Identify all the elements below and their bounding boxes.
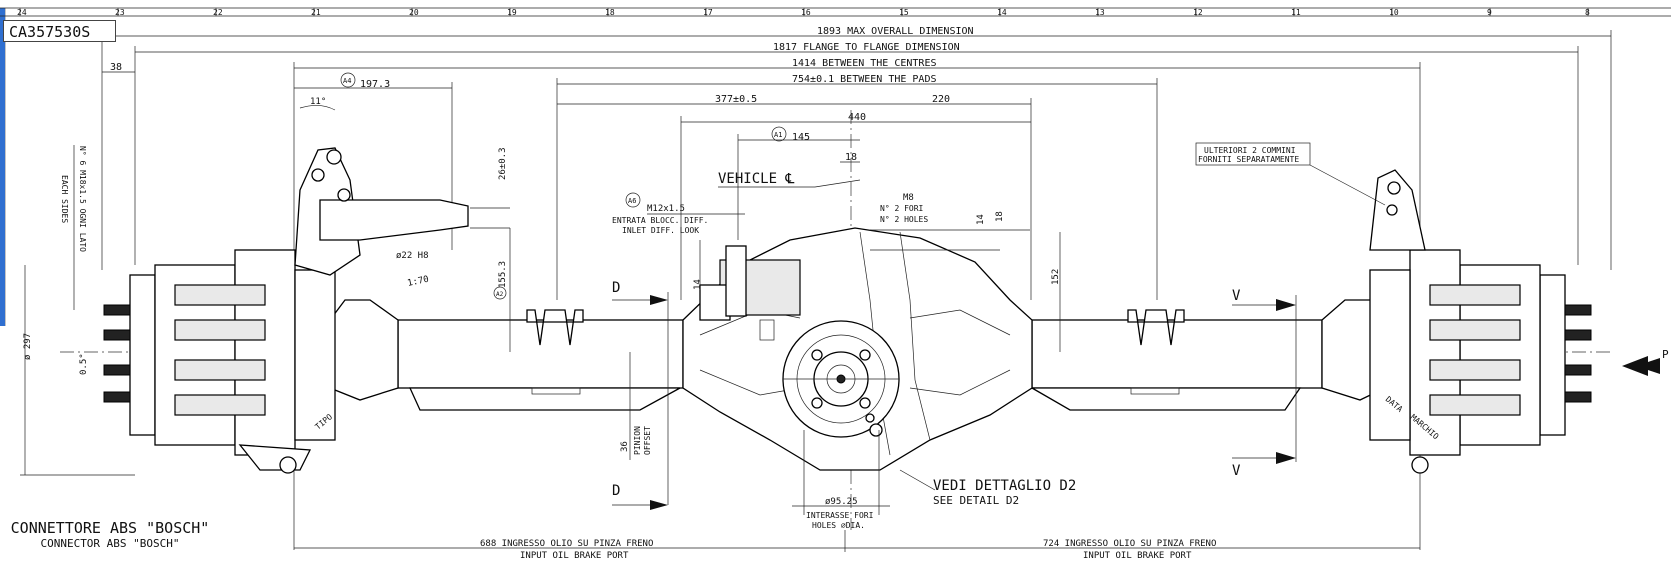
m12-label: M12x1.5 xyxy=(647,204,685,214)
ruler-zone-label: 12 xyxy=(1193,8,1203,17)
ruler-zone-label: 17 xyxy=(703,8,713,17)
dim-05: 0.5° xyxy=(79,353,89,375)
ruler-zone-label: 19 xyxy=(507,8,517,17)
brake-right-label: 724 INGRESSO OLIO SU PINZA FRENO xyxy=(1043,539,1216,549)
dim-18a: 18 xyxy=(845,152,857,163)
ruler-zone-label: 13 xyxy=(1095,8,1105,17)
dim-14a: 14 xyxy=(976,214,986,225)
brake-left-label: 688 INGRESSO OLIO SU PINZA FRENO xyxy=(480,539,653,549)
ruler-zone-label: 18 xyxy=(605,8,615,17)
dim-9525: ø95.25 xyxy=(825,497,858,507)
dim-max-overall: 1893 MAX OVERALL DIMENSION xyxy=(817,26,974,37)
dim-38: 38 xyxy=(110,62,122,73)
holes-label: N° 2 HOLES xyxy=(880,215,928,224)
dim-220: 220 xyxy=(932,94,950,105)
ruler-zone-label: 14 xyxy=(997,8,1007,17)
brake-right-sub: INPUT OIL BRAKE PORT xyxy=(1083,551,1192,561)
ruler-zone-label: 15 xyxy=(899,8,909,17)
inlet-label: INLET DIFF. LOOK xyxy=(622,226,699,235)
callout-a6: A6 xyxy=(628,197,636,205)
dim-297: ø 297 xyxy=(23,333,33,360)
pinion-label: PINION xyxy=(633,426,642,455)
dim-197: 197.3 xyxy=(360,79,390,90)
interasse-label: INTERASSE FORI xyxy=(806,511,874,520)
ruler-zone-label: 21 xyxy=(311,8,321,17)
bottom-dimensions: 688 INGRESSO OLIO SU PINZA FRENO INPUT O… xyxy=(294,530,1420,561)
entrata-label: ENTRATA BLOCC. DIFF. xyxy=(612,216,708,225)
m8-label: M8 xyxy=(903,193,914,203)
callout-a4: A4 xyxy=(343,77,351,85)
zone-ruler: 24 23 22 21 20 19 18 17 16 15 14 13 12 11 10 9 8 xyxy=(0,7,1671,17)
dim-flange: 1817 FLANGE TO FLANGE DIMENSION xyxy=(773,42,960,53)
differential-housing xyxy=(682,227,1033,471)
ruler-zone-label: 9 xyxy=(1487,8,1492,17)
m18-note-it: N° 6 M18x1.5 OGNI LATO xyxy=(78,146,87,252)
left-steering-arm: 26±0.3 ø22 H8 1:70 155.3 A2 xyxy=(294,147,511,352)
callout-a2: A2 xyxy=(496,291,504,298)
drawing-id: CA357530S xyxy=(9,23,91,41)
section-markers: D D V V P xyxy=(612,280,1669,510)
abs-connector-line2: CONNECTOR ABS "BOSCH" xyxy=(40,537,180,550)
abs-connector-label: CONNETTORE ABS "BOSCH" CONNECTOR ABS "BO… xyxy=(0,519,220,551)
ulteriori-line2: FORNITI SEPARATAMENTE xyxy=(1198,155,1299,164)
dim-377: 377±0.5 xyxy=(715,94,757,105)
dim-155: 155.3 xyxy=(498,261,508,288)
ruler-zone-label: 8 xyxy=(1585,8,1590,17)
dim-centres: 1414 BETWEEN THE CENTRES xyxy=(792,58,937,69)
abs-connector-line1: CONNETTORE ABS "BOSCH" xyxy=(10,519,210,537)
viewer-side-tab[interactable] xyxy=(0,8,6,326)
section-d-bottom: D xyxy=(612,483,620,499)
m18-note-en: EACH SIDES xyxy=(60,175,69,223)
ruler-zone-label: 24 xyxy=(17,8,27,17)
see-label: SEE DETAIL D2 xyxy=(933,494,1019,507)
section-v-top: V xyxy=(1232,288,1241,304)
vehicle-centre-label: VEHICLE ℄ xyxy=(718,171,794,187)
drawing-id-box: CA357530S xyxy=(3,20,116,42)
ruler-zone-label: 20 xyxy=(409,8,419,17)
dim-1-70: 1:70 xyxy=(407,275,430,289)
left-side-dims: ø 297 0.5° N° 6 M18x1.5 OGNI LATO EACH S… xyxy=(20,145,135,476)
dim-11deg: 11° xyxy=(310,97,326,107)
dim-152: 152 xyxy=(1051,269,1061,285)
dim-36: 36 xyxy=(620,441,630,452)
ruler-zone-label: 11 xyxy=(1291,8,1301,17)
dim-440: 440 xyxy=(848,112,866,123)
ruler-zone-label: 16 xyxy=(801,8,811,17)
dim-22h8: ø22 H8 xyxy=(396,251,429,261)
offset-label: OFFSET xyxy=(643,426,652,455)
left-wheel-hub: TIPO xyxy=(103,249,336,474)
brake-left-sub: INPUT OIL BRAKE PORT xyxy=(520,551,629,561)
ruler-zone-label: 10 xyxy=(1389,8,1399,17)
diff-callouts: VEHICLE ℄ A6 M12x1.5 ENTRATA BLOCC. DIFF… xyxy=(612,142,1386,530)
ruler-zone-label: 23 xyxy=(115,8,125,17)
dim-pads: 754±0.1 BETWEEN THE PADS xyxy=(792,74,937,85)
section-v-bottom: V xyxy=(1232,463,1241,479)
ulteriori-line1: ULTERIORI 2 COMMINI xyxy=(1204,146,1296,155)
dim-14b: 14 xyxy=(693,279,703,290)
view-p-mark: P xyxy=(1662,348,1669,361)
right-wheel-hub: DATA MARCHIO xyxy=(1369,169,1592,474)
section-d-top: D xyxy=(612,280,620,296)
holes-dia-label: HOLES ∅DIA. xyxy=(812,521,865,530)
ruler-zone-label: 22 xyxy=(213,8,223,17)
dim-26: 26±0.3 xyxy=(498,147,508,180)
callout-a1: A1 xyxy=(774,131,782,139)
dim-18b: 18 xyxy=(995,211,1005,222)
dim-145: 145 xyxy=(792,132,810,143)
vedi-label: VEDI DETTAGLIO D2 xyxy=(933,478,1076,494)
fori-label: N° 2 FORI xyxy=(880,204,924,213)
